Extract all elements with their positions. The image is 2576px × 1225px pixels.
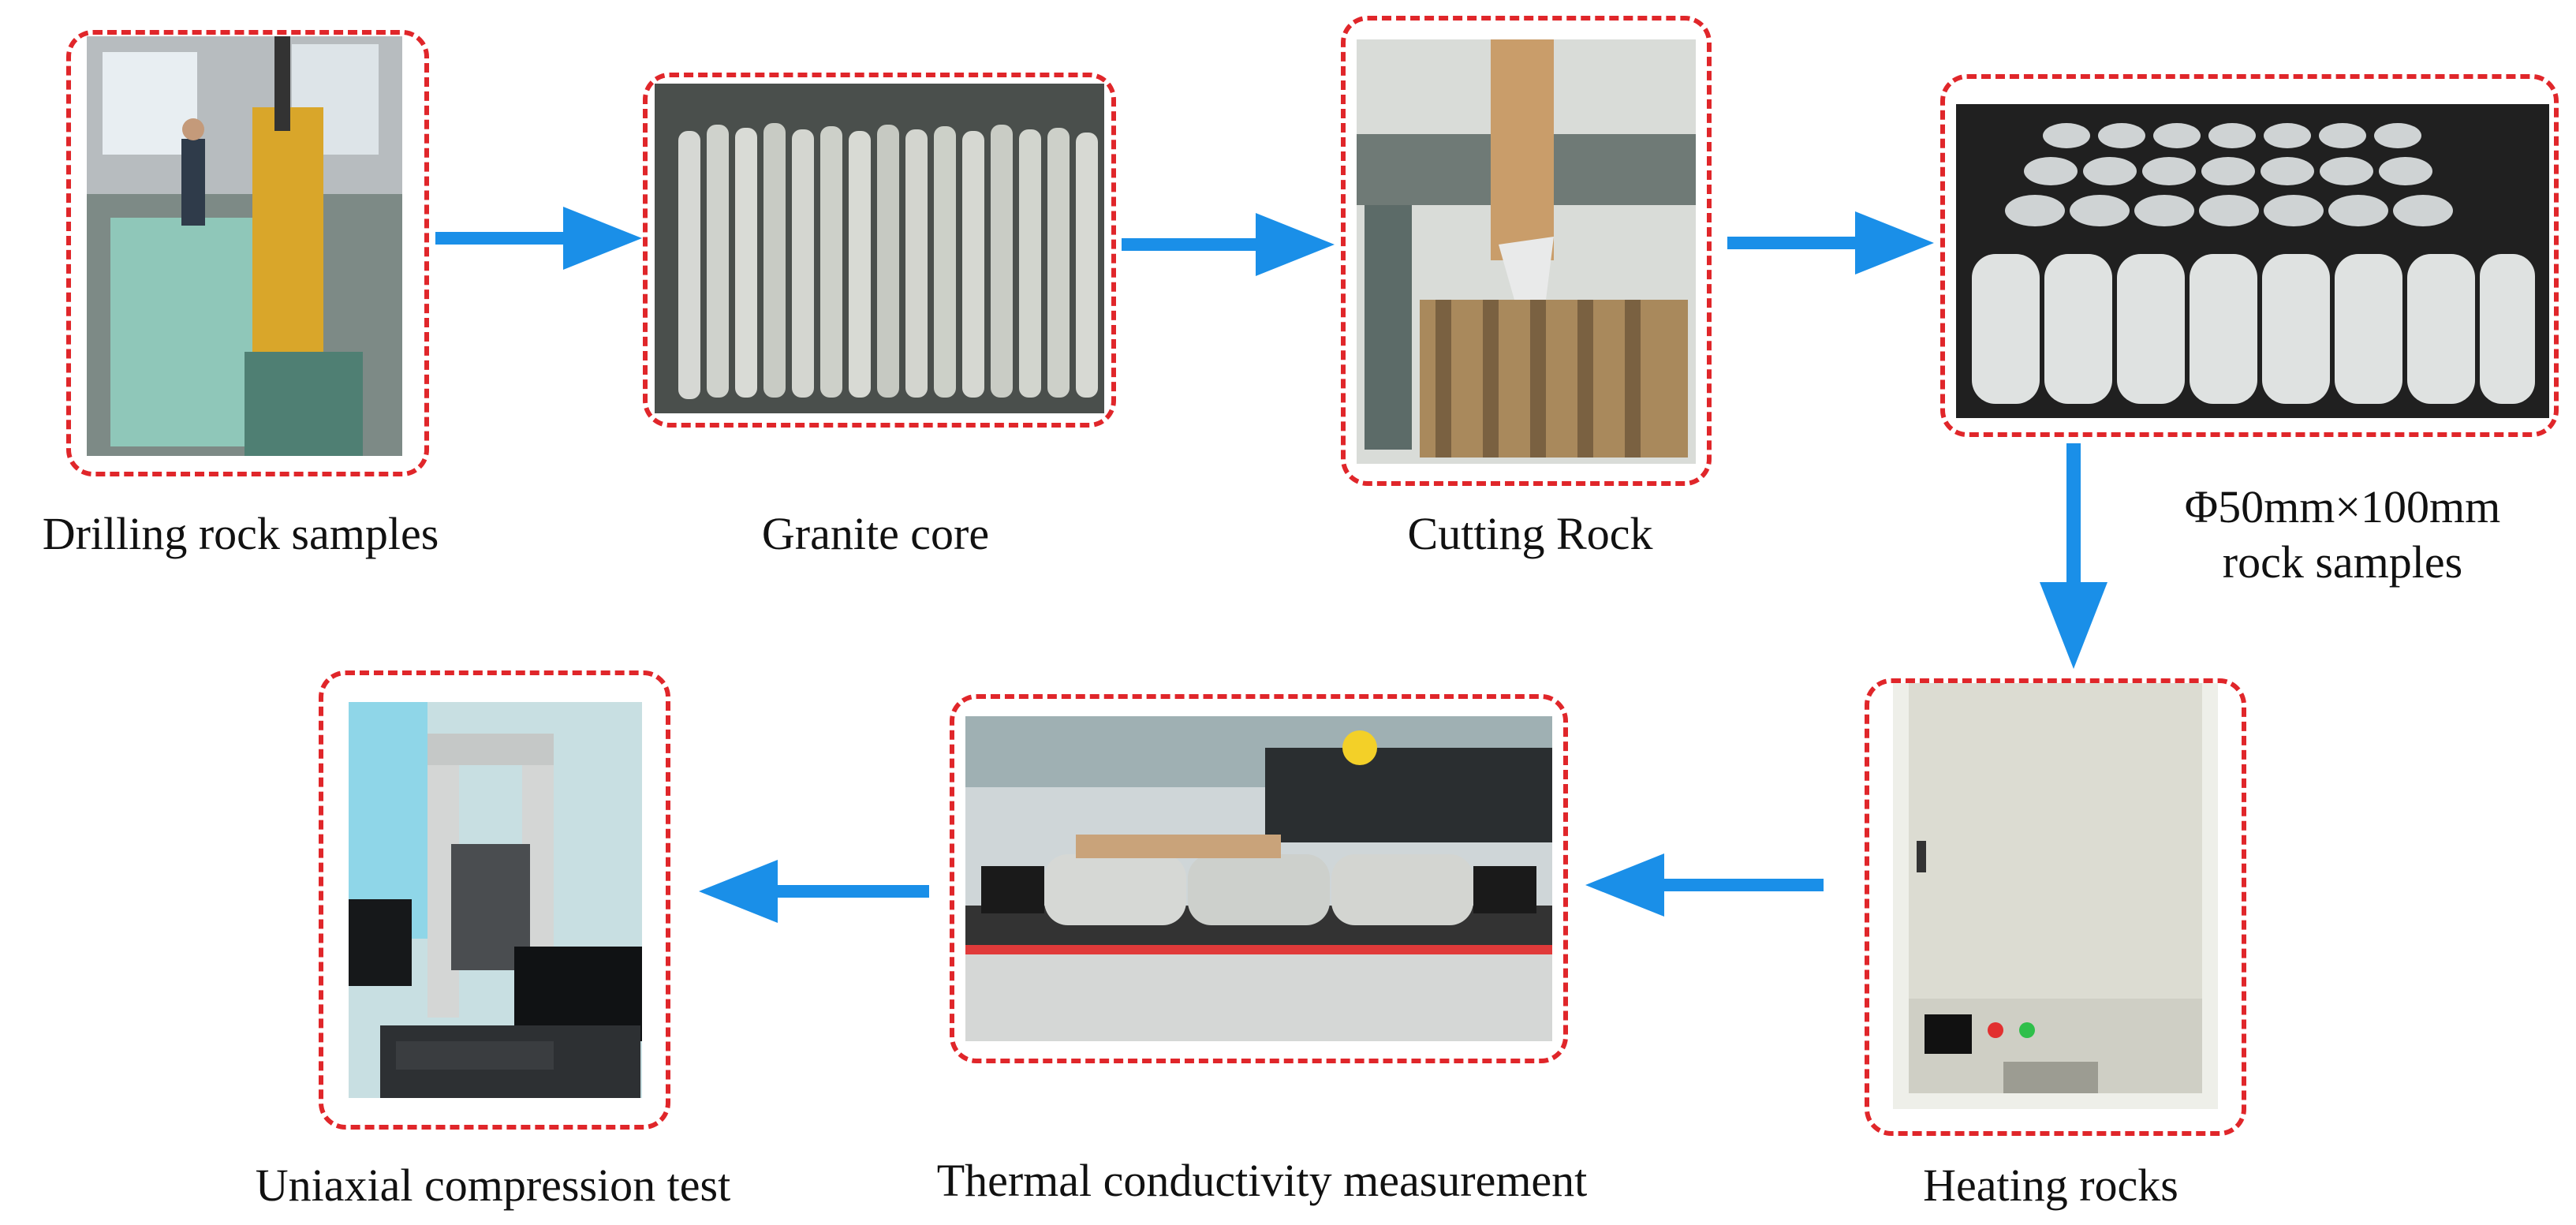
label-granite-core: Granite core [761,508,990,559]
cutting-frame [1341,16,1712,486]
arrow-right-icon [1727,211,1934,275]
uniaxial-frame [319,670,670,1130]
arrow-right-icon [1122,213,1335,276]
uniaxial-photo [349,702,642,1098]
label-rock-samples: Φ50mm×100mm rock samples [2137,480,2548,590]
heating-frame [1865,678,2246,1136]
label-thermal: Thermal conductivity measurement [936,1155,1588,1206]
granite-core-frame [643,73,1116,428]
rock-samples-photo [1956,104,2549,418]
arrow-right-icon [435,207,642,270]
thermal-frame [950,694,1568,1063]
label-uniaxial: Uniaxial compression test [255,1160,731,1211]
heating-photo [1893,683,2218,1109]
granite-core-photo [655,84,1104,413]
label-rock-samples-line1: Φ50mm×100mm [2184,481,2501,532]
rock-samples-frame [1940,74,2559,437]
label-cutting: Cutting Rock [1407,508,1653,559]
drilling-frame [66,30,429,476]
arrow-left-icon [699,860,929,923]
label-drilling: Drilling rock samples [42,508,439,559]
drilling-photo [87,36,402,456]
thermal-photo [965,716,1552,1041]
label-heating: Heating rocks [1923,1160,2178,1211]
arrow-left-icon [1585,853,1824,917]
arrow-down-icon [2040,443,2107,669]
label-rock-samples-line2: rock samples [2222,536,2463,588]
cutting-photo [1357,39,1696,464]
